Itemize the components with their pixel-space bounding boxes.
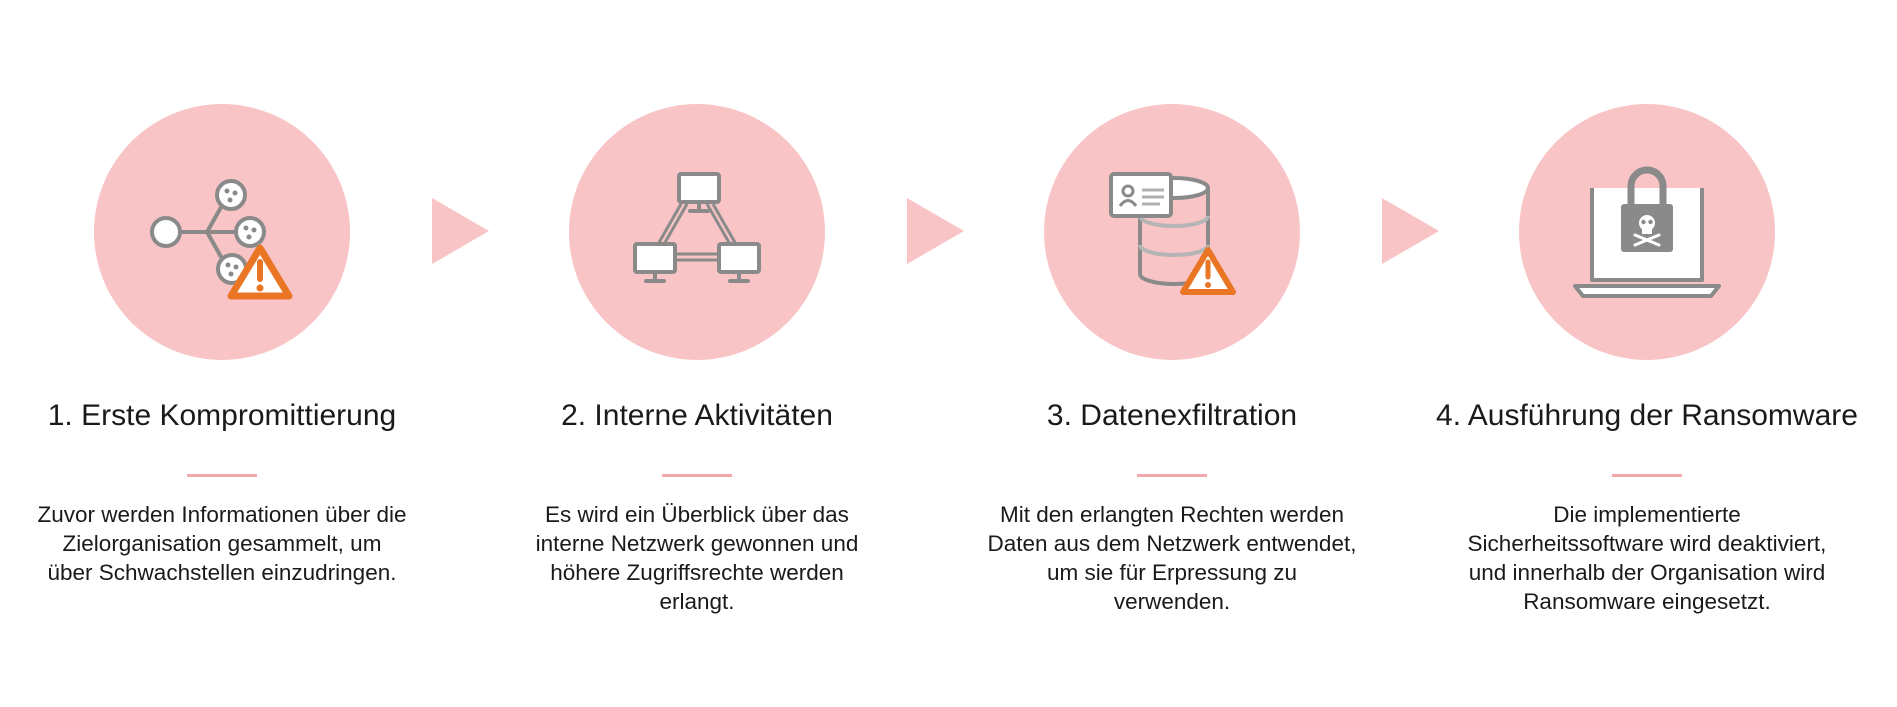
step-4-description: Die implementierte Sicherheitssoftware w… bbox=[1467, 502, 1827, 614]
network-nodes-warning-icon bbox=[150, 179, 293, 300]
step-3-circle bbox=[1044, 104, 1300, 360]
step-1-divider bbox=[187, 474, 257, 477]
step-arrow-1 bbox=[432, 198, 489, 264]
step-1-title: 1. Erste Kompromittierung bbox=[47, 399, 397, 432]
step-arrow-2 bbox=[907, 198, 964, 264]
step-2-divider bbox=[662, 474, 732, 477]
step-3-divider bbox=[1137, 474, 1207, 477]
step-2-title: 2. Interne Aktivitäten bbox=[561, 399, 833, 432]
step-3: 3. Datenexfiltration Mit den erlangten R… bbox=[952, 0, 1392, 707]
step-2: 2. Interne Aktivitäten Es wird ein Überb… bbox=[477, 0, 917, 707]
step-3-title: 3. Datenexfiltration bbox=[1046, 399, 1298, 432]
step-2-description: Es wird ein Überblick über das interne N… bbox=[535, 502, 859, 614]
database-id-card-warning-icon bbox=[1109, 172, 1236, 295]
step-1: 1. Erste Kompromittierung Zuvor werden I… bbox=[2, 0, 442, 707]
connected-computers-icon bbox=[633, 172, 761, 283]
step-2-circle bbox=[569, 104, 825, 360]
step-4-circle bbox=[1519, 104, 1775, 360]
step-arrow-3 bbox=[1382, 198, 1439, 264]
step-4: 4. Ausführung der Ransomware Die impleme… bbox=[1427, 0, 1867, 707]
step-3-description: Mit den erlangten Rechten werden Daten a… bbox=[987, 502, 1357, 614]
step-1-circle bbox=[94, 104, 350, 360]
step-1-description: Zuvor werden Informationen über die Ziel… bbox=[37, 502, 407, 585]
locked-laptop-skull-icon bbox=[1573, 166, 1721, 298]
step-4-title: 4. Ausführung der Ransomware bbox=[1436, 399, 1858, 432]
step-4-divider bbox=[1612, 474, 1682, 477]
